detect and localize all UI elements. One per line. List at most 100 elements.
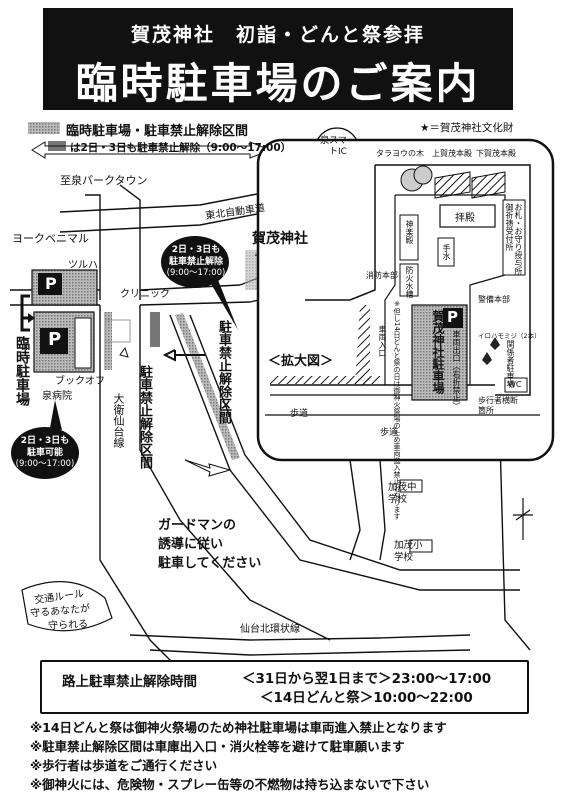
guardman-line-2: 誘導に従い [158, 537, 224, 552]
sidewalk-label: 歩道 [290, 409, 309, 419]
crossing-label: 歩行者横断箇所 [478, 396, 518, 415]
road-parktown-right [119, 184, 141, 300]
times-row-2: ＜14日どんと祭＞10:00～22:00 [260, 690, 473, 706]
detail-road-outer-west [305, 165, 376, 301]
haiden-building [439, 204, 496, 228]
kamo-jhs-label: 加茂中学校 [388, 482, 417, 505]
car-exit-label: 車両出口（右折禁止） [452, 330, 461, 410]
no-parking-strip-west [104, 312, 112, 370]
shrine-parking-label: 賀茂神社駐車場 [431, 310, 445, 394]
kami-honden-label: 上賀茂本殿 [432, 149, 472, 158]
tsuruha-label: ツルハ [68, 260, 98, 271]
staff-parking-label: 関係者駐車場 [506, 340, 515, 388]
legend-cultural: ★＝賀茂神社文化財 [420, 122, 514, 134]
bouka-building [399, 263, 419, 297]
road-east [499, 439, 531, 651]
kaguraden-building [399, 214, 419, 261]
gokitou-label: 御祈祷受付所 [505, 203, 514, 251]
road-kanjo-north [129, 634, 471, 641]
bubble-top [161, 236, 229, 288]
parking-p-shrine: P [447, 308, 458, 326]
bubble-top-tail [210, 280, 238, 330]
guardman-line-3: 駐車してください [158, 556, 262, 571]
clinic-label: クリニック [120, 289, 170, 300]
bubble-top-line-2: 駐車禁止解除 [168, 257, 223, 267]
bubble-left-line-2: 駐車可能 [26, 448, 63, 458]
header-banner: 賀茂神社 初詣・どんと祭参拝 臨時駐車場のご案内 [43, 8, 513, 110]
guard-hq-label: 警備本部 [478, 295, 510, 304]
kami-honden-building [434, 171, 471, 199]
bubble-left [11, 427, 79, 479]
detail-inner-west [384, 195, 396, 385]
legend-parking: 臨時駐車場・駐車禁止解除区間 [66, 124, 249, 139]
no-parking-strip-dark [150, 312, 160, 347]
parking-sign-north [38, 273, 62, 295]
yorkbenimaru-label: ヨークベニマル [12, 232, 89, 245]
tarayou-label: タラヨウの木 [376, 149, 424, 158]
wc-building [504, 377, 528, 393]
guardman-line-1: ガードマンの [158, 518, 237, 533]
detail-sidewalk-hatch [270, 376, 380, 384]
arrow-east [184, 459, 232, 477]
kamo-shrine-label: 賀茂神社 [252, 231, 308, 247]
bubble-top-line-3: (9:00～17:00) [166, 268, 226, 278]
bubble-left-tail [50, 400, 62, 430]
book-off-building [74, 317, 92, 369]
kaguraden-label: 神楽殿 [405, 220, 414, 244]
traffic-rule-banner [21, 581, 113, 632]
event-subtitle: 賀茂神社 初詣・どんと祭参拝 [130, 24, 425, 46]
sidewalk-label-2: 歩道 [380, 428, 399, 438]
north-compass-icon [513, 498, 533, 540]
jhs-building [399, 479, 423, 493]
traffic-rule-line-3: 守られる [47, 618, 89, 633]
bubble-left-line-1: 2日・3日も [20, 436, 70, 446]
legend-note: は2日・3日も駐車禁止解除（9:00～17:00） [70, 142, 292, 154]
note-3: ※歩行者は歩道をご通行ください [30, 758, 218, 773]
omamori-label: お札・お守り授与所 [514, 203, 523, 275]
times-label: 路上駐車禁止解除時間 [62, 674, 197, 690]
arrow-north [119, 346, 129, 358]
arrow-west [162, 349, 205, 362]
no-parking-lift-label-right: 駐車禁止解除区間 [216, 320, 231, 424]
no-parking-lift-label-center: 駐車禁止解除区間 [137, 365, 152, 469]
maple-icon [490, 337, 500, 350]
no-parking-strip-diagonal [175, 313, 240, 460]
book-off-label: ブックオフ [55, 376, 105, 387]
arrow-to-lot-head [28, 313, 35, 323]
notice-label: ※但し14日どんと祭の日は御神火祭場のため車両進入禁止となります [392, 300, 401, 520]
no-parking-times-box: 路上駐車禁止解除時間 ＜31日から翌1日まで＞23:00～17:00 ＜14日ど… [40, 660, 529, 714]
road-clinic-bottom [139, 301, 251, 306]
parking-p-south: P [48, 329, 62, 350]
parking-sign-south [40, 328, 68, 354]
temizu-building [437, 237, 455, 267]
parking-p-north: P [45, 274, 57, 293]
temp-parking-label: 臨時駐車場 [14, 336, 30, 406]
note-4: ※御神火には、危険物・スプレー缶等の不燃物は持ち込まないで下さい [30, 777, 430, 792]
tarayou-tree-icon-2 [413, 165, 433, 185]
omamori-building [502, 199, 526, 276]
road-kanjo-south [149, 649, 471, 656]
road-diagonal-north [169, 314, 520, 591]
shrine-parking-sign [443, 308, 463, 328]
wc-label: WC [508, 380, 522, 389]
road-daiei-east [139, 305, 331, 641]
road-diagonal-south [189, 314, 520, 571]
kanjo-line-label: 仙台北環状線 [240, 624, 300, 635]
es-building [409, 539, 433, 553]
shimo-honden-label: 下賀茂本殿 [476, 149, 516, 158]
fire-hq-label: 消防本部 [366, 271, 398, 280]
bouka-label: 防火水槽 [405, 266, 414, 298]
note-1: ※14日どんと祭は御神火祭場のため神社駐車場は車両進入禁止となります [30, 720, 447, 735]
izumi-ic-label: 泉スマートIC [320, 136, 356, 157]
hospital-label: 泉病院 [42, 391, 72, 402]
page-title: 臨時駐車場のご案内 [75, 59, 481, 108]
lot-outline [105, 319, 131, 343]
daiei-sendai-label: 大衛仙台線 [112, 393, 125, 448]
haiden-label: 拝殿 [455, 213, 475, 224]
road-daiei-west [99, 305, 201, 691]
shimo-honden-building [471, 171, 506, 199]
legend-swatch-light [28, 122, 60, 134]
road-parktown-left [85, 194, 101, 300]
temp-parking-bracket [20, 294, 30, 332]
